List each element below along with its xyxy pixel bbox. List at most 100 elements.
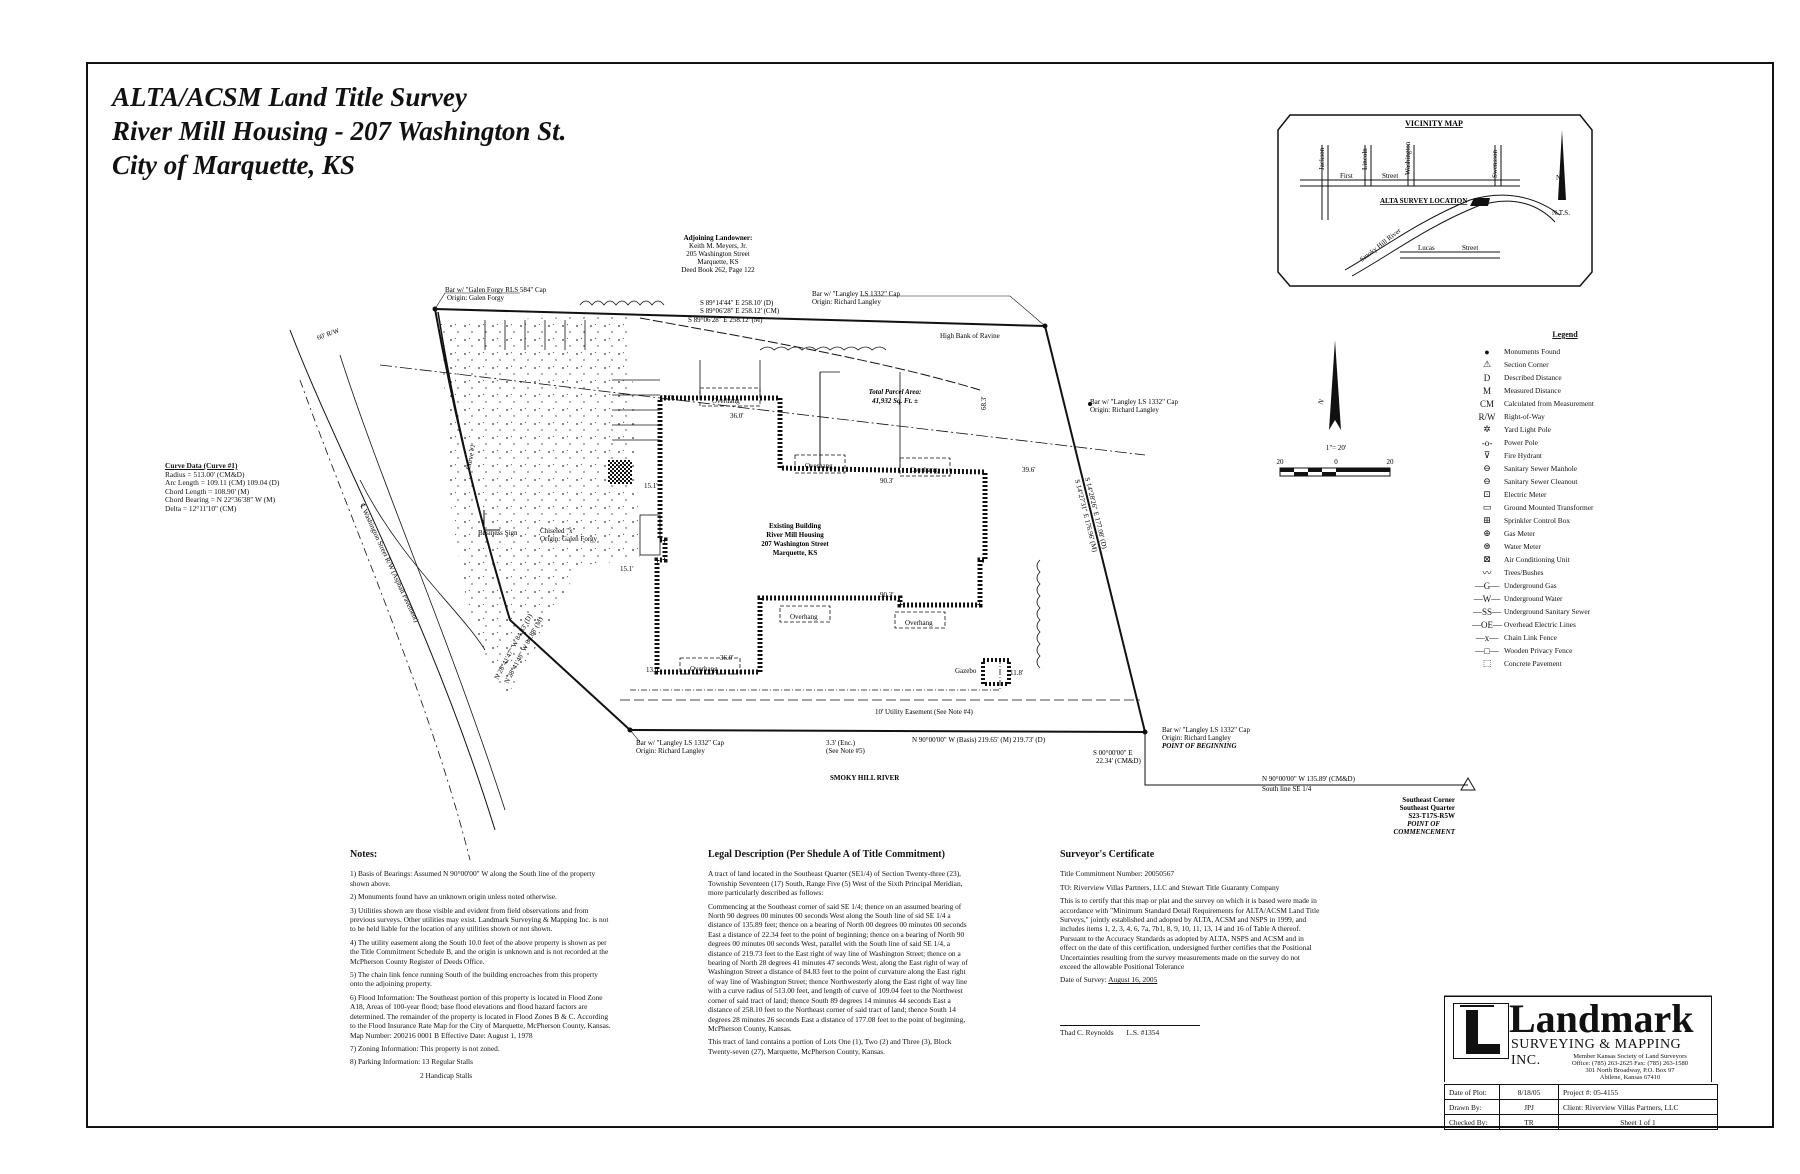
utility-easement-label: 10' Utility Easement (See Note #4) xyxy=(875,708,974,716)
firm-subtitle: SURVEYING & MAPPING INC. xyxy=(1511,1037,1682,1068)
note-item: 5) The chain link fence running South of… xyxy=(350,970,599,989)
building-name-1: Existing Building xyxy=(769,522,821,530)
overhang-label-4: Overhang xyxy=(790,613,818,621)
legend-symbol-icon: ● xyxy=(1484,346,1490,357)
legend-symbol-icon: ⬚ xyxy=(1482,658,1492,668)
entry-canopy xyxy=(639,514,661,556)
svg-text:Origin: Richard Langley: Origin: Richard Langley xyxy=(636,747,705,755)
legend-symbol-icon: —G— xyxy=(1474,580,1500,591)
firm-name: Landmark xyxy=(1509,996,1694,1041)
svg-text:Bar w/ "Langley LS 1332" Cap: Bar w/ "Langley LS 1332" Cap xyxy=(1162,726,1250,734)
street-lucas: Lucas xyxy=(1418,244,1435,252)
building-name-2: River Mill Housing xyxy=(766,531,824,539)
bar-ne: Bar w/ "Langley LS 1332" Cap Origin: Ric… xyxy=(812,290,1048,329)
s-line-label: S 00°00'00" E xyxy=(1093,749,1133,757)
chain-link-fence xyxy=(630,660,1001,691)
legend-symbol-icon: CM xyxy=(1479,398,1494,409)
street-washington: Washington xyxy=(1404,141,1412,175)
ravine-bank-line xyxy=(639,317,981,391)
table-row: Checked By: TR Sheet 1 of 1 xyxy=(1444,1114,1718,1130)
legend-symbol-icon: 〰 xyxy=(1482,568,1492,578)
legend-symbol-icon: ⊽ xyxy=(1483,450,1491,460)
legend-symbol-icon: ⊖ xyxy=(1483,476,1491,486)
legend-symbol-icon: —W— xyxy=(1473,593,1501,604)
legend-item: ⊜Water Meter xyxy=(1470,540,1670,553)
legend-item: —□—Wooden Privacy Fence xyxy=(1470,644,1670,657)
overhangs xyxy=(679,387,951,675)
bar-sw: Bar w/ "Langley LS 1332" Cap Origin: Ric… xyxy=(627,727,724,755)
legal-paragraph-2: Commencing at the Southeast corner of sa… xyxy=(708,901,968,1033)
north-arrow-icon: N xyxy=(1317,340,1341,430)
legend-symbol-icon: ⊞ xyxy=(1483,515,1491,525)
legend-item: —W—Underground Water xyxy=(1470,592,1670,605)
dim-6: 13.0' xyxy=(646,666,660,674)
table-row: Drawn By: JPJ Client: Riverview Villas P… xyxy=(1444,1099,1718,1115)
legend-symbol-icon: ⊕ xyxy=(1483,528,1491,538)
legend-item: ⚠Section Corner xyxy=(1470,358,1670,371)
overhang-label-2: Overhang xyxy=(805,462,833,470)
overhead-electric-line xyxy=(379,364,1146,456)
dim-7: 15.1' xyxy=(644,482,658,490)
svg-text:N: N xyxy=(1317,398,1326,406)
washington-label: ℄ Washington Street R/W (Asphalt Pavemen… xyxy=(358,502,421,625)
legend-item: ⬚Concrete Pavement xyxy=(1470,657,1670,670)
note-item: 7) Zoning Information: This property is … xyxy=(350,1043,500,1053)
s-dist-label: 22.34' (CM&D) xyxy=(1096,757,1141,765)
smoky-hill-river: SMOKY HILL RIVER xyxy=(830,774,900,782)
curve-data: Curve Data (Curve #1) Radius = 513.00' (… xyxy=(165,461,280,514)
title-line-2: River Mill Housing - 207 Washington St. xyxy=(112,116,567,146)
overhang-label-3: Overhang xyxy=(910,466,938,474)
overhang-label-6: Overhang xyxy=(690,665,718,673)
legend-symbol-icon: R/W xyxy=(1478,411,1496,422)
legend-item: 〰Trees/Bushes xyxy=(1470,566,1670,579)
dim-2: 90.3' xyxy=(880,477,894,485)
nts-label: N.T.S. xyxy=(1552,209,1570,217)
scale-label: 1"= 20' xyxy=(1326,444,1346,452)
chiseled-label: Chiseled "x" xyxy=(540,527,576,535)
street-river: Smoky Hill River xyxy=(1358,226,1403,263)
south-line-se: South line SE 1/4 xyxy=(1262,785,1312,793)
title-block-table: Date of Plot: 8/18/05 Project #: 05-4155… xyxy=(1444,1084,1718,1130)
svg-text:Origin: Richard Langley: Origin: Richard Langley xyxy=(812,298,881,306)
legend-item: ⊞Sprinkler Control Box xyxy=(1470,514,1670,527)
certificate-to: TO: Riverview Villas Partners, LLC and S… xyxy=(1060,882,1280,892)
legal-heading: Legal Description (Per Shedule A of Titl… xyxy=(708,849,945,860)
firm-logo: Landmark SURVEYING & MAPPING INC. Member… xyxy=(1444,996,1712,1082)
fence-note-label: (See Note #5) xyxy=(826,747,866,755)
date-of-survey-value: August 16, 2005 xyxy=(1108,975,1158,985)
legend-symbol-icon: ▭ xyxy=(1482,502,1492,512)
adjoining-landowner: Adjoining Landowner: Keith M. Meyers, Jr… xyxy=(681,234,755,274)
overhang-label-5: Overhang xyxy=(905,619,933,627)
survey-location-marker xyxy=(1470,198,1490,206)
certificate-body: This is to certify that this map or plat… xyxy=(1060,896,1320,972)
property-boundary xyxy=(433,307,1147,734)
curve-bearing: Chord Bearing = N 22°36'38" W (M) xyxy=(165,495,276,505)
street-street-2: Street xyxy=(1462,244,1478,252)
title-line-1: ALTA/ACSM Land Title Survey xyxy=(112,82,467,112)
commencement-line xyxy=(1144,732,1468,786)
landmark-logo-icon xyxy=(1453,1003,1509,1059)
signer-license: L.S. #1354 xyxy=(1126,1027,1160,1037)
svg-text:Bar w/ "Langley LS 1332" Cap: Bar w/ "Langley LS 1332" Cap xyxy=(1090,398,1178,406)
section-corner-icon xyxy=(1460,777,1476,791)
area-value: 41,932 Sq. Ft. ± xyxy=(871,397,918,405)
note-item: 6) Flood Information: The Southeast port… xyxy=(350,992,611,1040)
dim-1: 36.0' xyxy=(730,412,744,420)
dim-8: 15.1' xyxy=(620,565,634,573)
ravine-label: High Bank of Ravine xyxy=(940,332,1000,340)
existing-building xyxy=(654,360,988,675)
tree-line-east xyxy=(1036,559,1041,669)
svg-text:205 Washington Street: 205 Washington Street xyxy=(686,250,750,258)
note-item: 4) The utility easement along the South … xyxy=(350,937,609,966)
building-name-3: 207 Washington Street xyxy=(761,540,829,548)
business-sign-icon xyxy=(483,510,500,531)
pob-label: POINT OF BEGINNING xyxy=(1162,742,1237,750)
legend-symbol-icon: M xyxy=(1482,385,1491,396)
curve-arc: Arc Length = 109.11 (CM) 109.04 (D) xyxy=(165,478,280,488)
bar-e: Bar w/ "Langley LS 1332" Cap Origin: Ric… xyxy=(1088,398,1178,414)
north-line-cm: S 89°06'28" E 258.12' (CM) xyxy=(700,307,780,315)
notes-section: Notes: 1) Basis of Bearings: Assumed N 9… xyxy=(350,849,612,1084)
